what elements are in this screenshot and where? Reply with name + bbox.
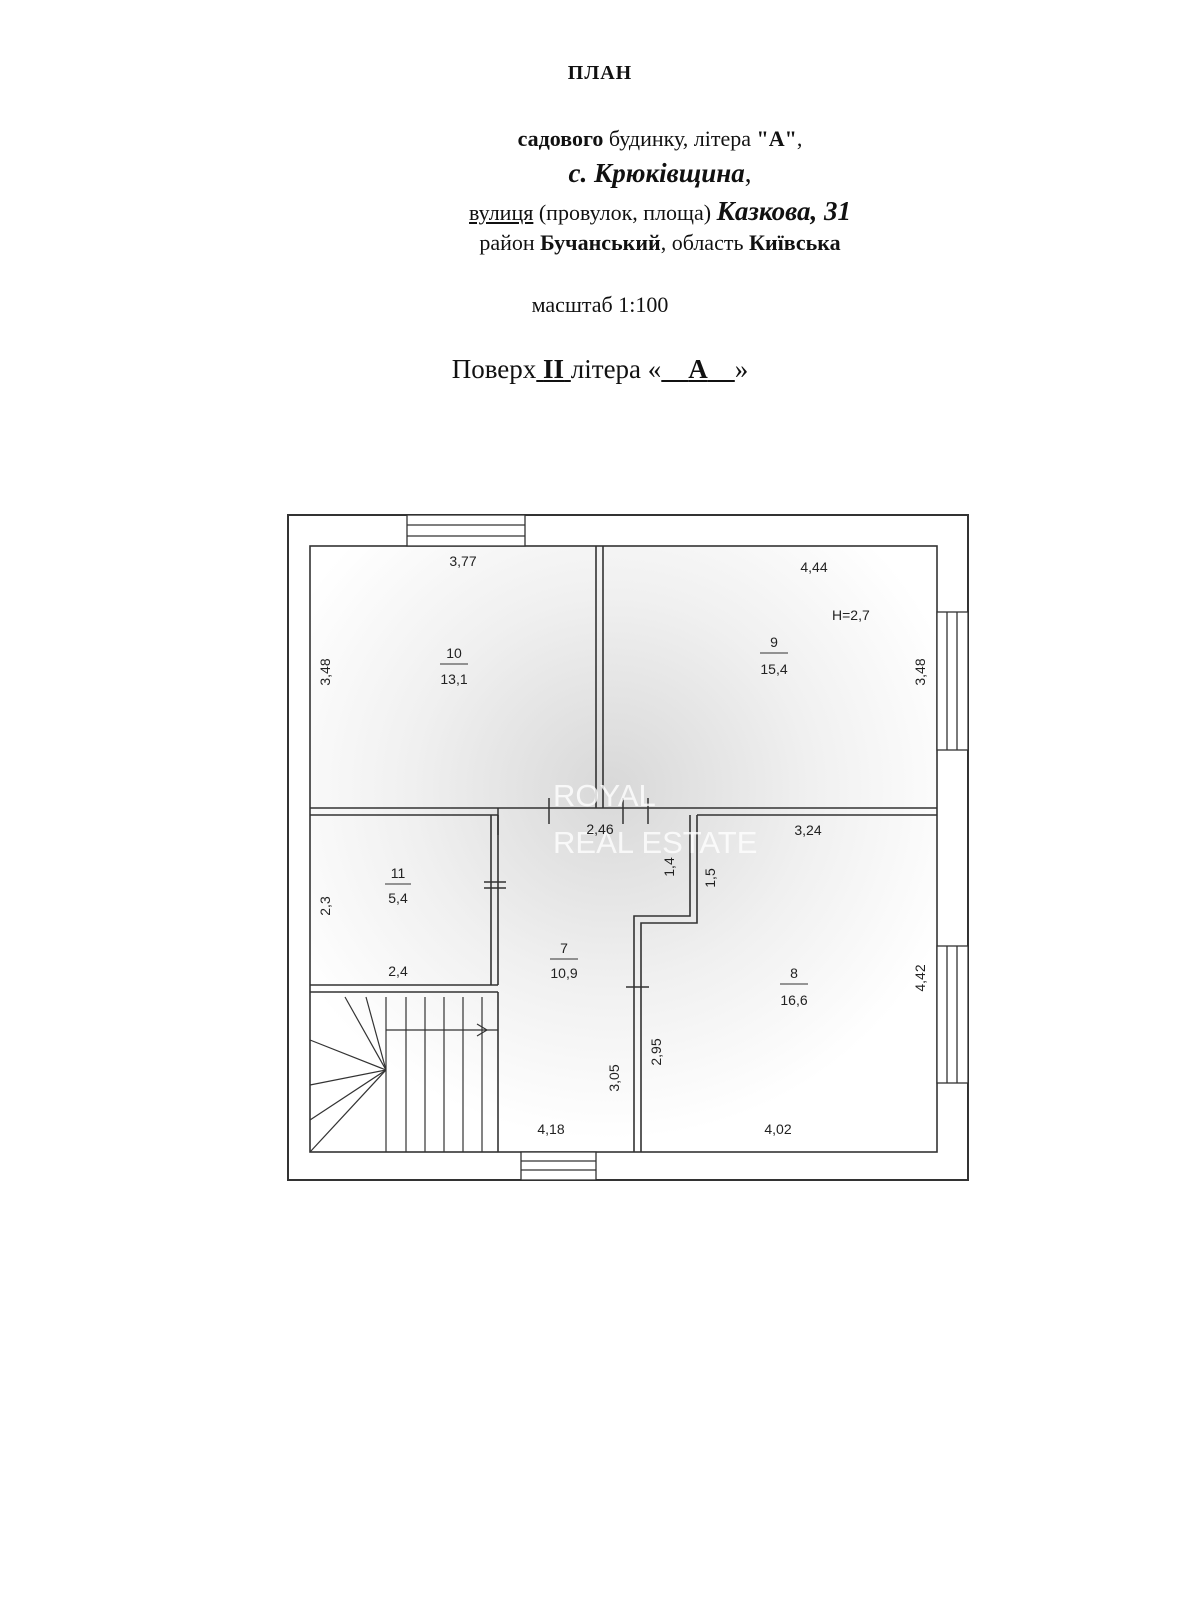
window-right-upper bbox=[936, 611, 969, 751]
village-line: с. Крюківщина, bbox=[60, 158, 1200, 189]
dim-r8-bottom: 4,02 bbox=[764, 1121, 791, 1137]
dim-r9-right: 3,48 bbox=[912, 658, 928, 685]
oblast-label: , область bbox=[660, 230, 744, 255]
floor-letter: А bbox=[688, 354, 708, 384]
region-line: район Бучанський, область Київська bbox=[60, 230, 1200, 256]
building-type-text: будинку, літера bbox=[608, 126, 752, 151]
window-bottom bbox=[520, 1151, 597, 1181]
street-alt-label: (провулок, площа) bbox=[538, 200, 712, 225]
windows bbox=[406, 514, 969, 1181]
room-11: 11 5,4 bbox=[385, 865, 411, 906]
building-letter: "А" bbox=[756, 126, 797, 151]
building-type-line: садового будинку, літера "А", bbox=[60, 126, 1200, 152]
dim-r8-left: 2,95 bbox=[648, 1038, 664, 1065]
room-number: 7 bbox=[560, 940, 568, 956]
building-line-comma: , bbox=[796, 126, 803, 151]
floor-letter-close: » bbox=[734, 354, 749, 384]
room-area: 10,9 bbox=[550, 965, 577, 981]
oblast-name: Київська bbox=[749, 230, 841, 255]
street-address: Казкова, 31 bbox=[716, 196, 851, 226]
watermark-line1: ROYAL bbox=[553, 778, 656, 813]
door-marks bbox=[484, 798, 649, 988]
village-name: с. Крюківщина bbox=[568, 158, 745, 188]
dim-r8-side: 1,5 bbox=[702, 868, 718, 888]
interior-shading bbox=[310, 546, 937, 1152]
dim-r8-right: 4,42 bbox=[912, 964, 928, 991]
dim-r7-bottom: 4,18 bbox=[537, 1121, 564, 1137]
ceiling-height-label: H=2,7 bbox=[832, 607, 870, 623]
dim-r7-right: 3,05 bbox=[606, 1064, 622, 1091]
district-name: Бучанський bbox=[540, 230, 661, 255]
document-title: ПЛАН bbox=[567, 62, 633, 84]
floor-letter-label: літера « bbox=[570, 354, 662, 384]
room-number: 9 bbox=[770, 634, 778, 650]
dim-r11-bottom: 2,4 bbox=[388, 963, 408, 979]
village-comma: , bbox=[744, 158, 752, 188]
dim-r7-top: 2,46 bbox=[586, 821, 613, 837]
window-top bbox=[406, 514, 526, 547]
dim-r9-top: 4,44 bbox=[800, 559, 827, 575]
floor-line: Поверх II літера « А » bbox=[0, 354, 1200, 385]
dim-r11-left: 2,3 bbox=[317, 896, 333, 916]
dim-r10-left: 3,48 bbox=[317, 658, 333, 685]
room-9: 9 15,4 bbox=[760, 634, 788, 677]
floor-number: II bbox=[543, 354, 565, 384]
district-label: район bbox=[479, 230, 535, 255]
inner-perimeter bbox=[309, 545, 938, 1153]
street-label: вулиця bbox=[469, 200, 534, 225]
watermark-line2: REAL ESTATE bbox=[553, 825, 757, 860]
scale-label: масштаб 1:100 bbox=[531, 292, 669, 317]
room-area: 13,1 bbox=[440, 671, 467, 687]
room-area: 16,6 bbox=[780, 992, 807, 1008]
room-number: 10 bbox=[446, 645, 462, 661]
floor-label: Поверх bbox=[451, 354, 537, 384]
dimension-labels: 3,77 4,44 3,48 3,48 2,46 3,24 2,3 2,4 1,… bbox=[317, 553, 928, 1137]
dim-r10-top: 3,77 bbox=[449, 553, 476, 569]
street-line: вулиця (провулок, площа) Казкова, 31 bbox=[60, 196, 1200, 227]
room-8: 8 16,6 bbox=[780, 965, 808, 1008]
dim-r7-side: 1,4 bbox=[661, 857, 677, 877]
window-right-lower bbox=[936, 945, 969, 1084]
room-10: 10 13,1 bbox=[440, 645, 468, 687]
room-number: 8 bbox=[790, 965, 798, 981]
room-number: 11 bbox=[391, 865, 406, 881]
building-type-bold: садового bbox=[517, 126, 604, 151]
stair-arrow-icon bbox=[476, 1023, 489, 1037]
watermark: ROYAL REAL ESTATE bbox=[553, 778, 757, 860]
room-area: 15,4 bbox=[760, 661, 787, 677]
staircase bbox=[309, 996, 498, 1153]
dim-r8-top: 3,24 bbox=[794, 822, 821, 838]
room-7: 7 10,9 bbox=[550, 940, 578, 981]
room-area: 5,4 bbox=[388, 890, 408, 906]
